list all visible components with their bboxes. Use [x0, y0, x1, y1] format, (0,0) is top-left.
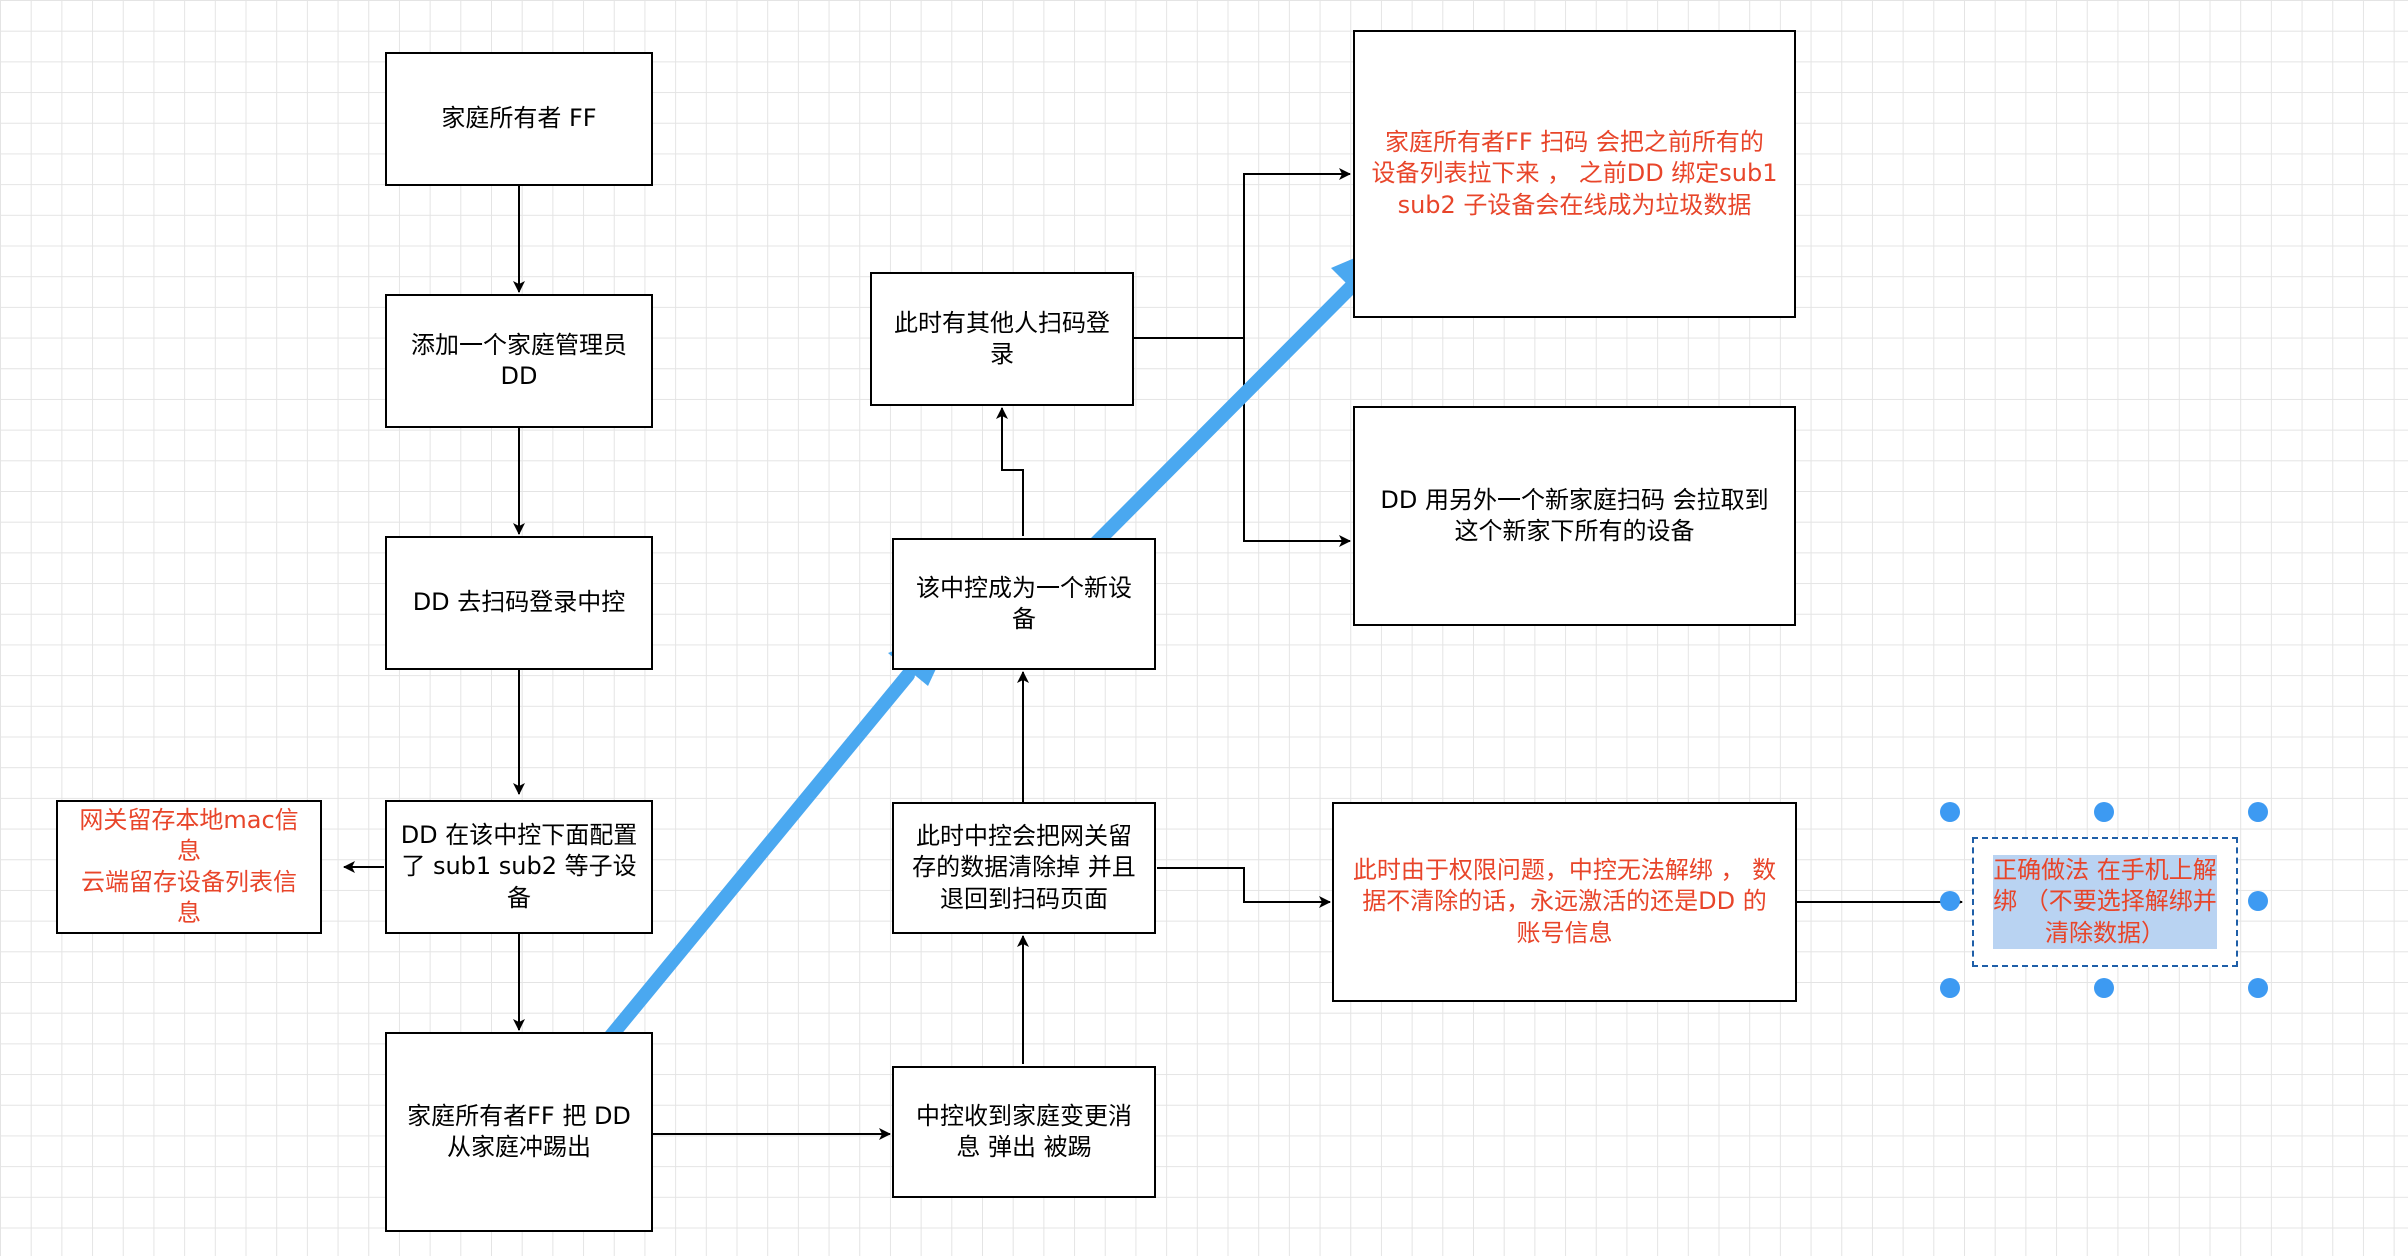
- node-central-clear-data[interactable]: 此时中控会把网关留 存的数据清除掉 并且 退回到扫码页面: [892, 802, 1156, 934]
- resize-handle-bottom-right[interactable]: [2248, 978, 2268, 998]
- node-dd-new-family-scan[interactable]: DD 用另外一个新家庭扫码 会拉取到 这个新家下所有的设备: [1353, 406, 1796, 626]
- edge-m2-r3: [1157, 867, 1331, 908]
- node-dd-scan-login[interactable]: DD 去扫码登录中控: [385, 536, 653, 670]
- resize-handle-bottom-left[interactable]: [1940, 978, 1960, 998]
- edge-m4-r1: [1134, 168, 1351, 339]
- resize-handle-right[interactable]: [2248, 891, 2268, 911]
- node-ff-kick-dd[interactable]: 家庭所有者FF 把 DD 从家庭冲踢出: [385, 1032, 653, 1232]
- resize-handle-left[interactable]: [1940, 891, 1960, 911]
- node-other-scan-login[interactable]: 此时有其他人扫码登 录: [870, 272, 1134, 406]
- node-gateway-note[interactable]: 网关留存本地mac信 息 云端留存设备列表信 息: [56, 800, 322, 934]
- edge-m4-r2: [1243, 338, 1351, 547]
- resize-handle-top-left[interactable]: [1940, 802, 1960, 822]
- node-central-kicked[interactable]: 中控收到家庭变更消 息 弹出 被踢: [892, 1066, 1156, 1198]
- selected-node-text: 正确做法 在手机上解 绑 （不要选择解绑并 清除数据）: [1993, 855, 2217, 949]
- node-permission-issue[interactable]: 此时由于权限问题，中控无法解绑 ， 数 据不清除的话，永远激活的还是DD 的 账…: [1332, 802, 1797, 1002]
- node-correct-approach-selected[interactable]: 正确做法 在手机上解 绑 （不要选择解绑并 清除数据）: [1972, 837, 2238, 967]
- resize-handle-bottom[interactable]: [2094, 978, 2114, 998]
- big-arrow-m3-r1: [1089, 240, 1397, 550]
- node-dd-config-subdevices[interactable]: DD 在该中控下面配置 了 sub1 sub2 等子设 备: [385, 800, 653, 934]
- node-family-owner-ff[interactable]: 家庭所有者 FF: [385, 52, 653, 186]
- resize-handle-top-right[interactable]: [2248, 802, 2268, 822]
- resize-handle-top[interactable]: [2094, 802, 2114, 822]
- node-ff-scan-garbage-data[interactable]: 家庭所有者FF 扫码 会把之前所有的 设备列表拉下来 ， 之前DD 绑定sub1…: [1353, 30, 1796, 318]
- edge-m3-m4: [996, 407, 1024, 536]
- node-add-admin-dd[interactable]: 添加一个家庭管理员 DD: [385, 294, 653, 428]
- node-central-new-device[interactable]: 该中控成为一个新设 备: [892, 538, 1156, 670]
